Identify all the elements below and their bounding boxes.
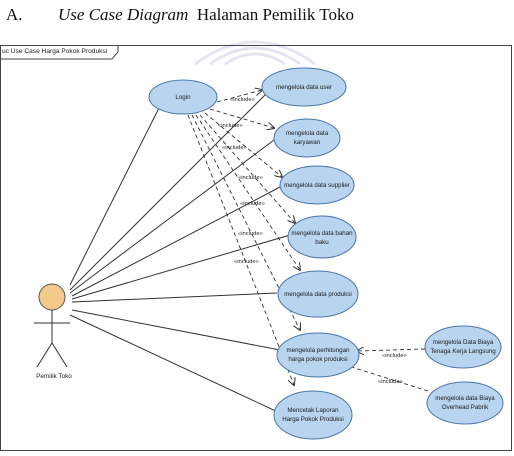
usecase-laporan-label-2: Harga Pokok Produksi [282,416,344,423]
include-dependencies [187,90,429,392]
usecase-btkl-label-2: Tenaga Kerja Langsung [430,348,496,355]
usecase-karyawan-shape [273,118,341,158]
usecase-user-shape [261,67,347,107]
usecase-produksi-label: mengelola data produksi [284,291,351,298]
include-arrow-produksi [195,114,300,270]
usecase-karyawan-label-1: mengelola data [286,130,329,137]
actor-right-leg [51,342,68,368]
usecase-login-shape [148,79,218,115]
usecase-bop: mengelola data Biaya Overhead Pabrik [426,381,504,425]
usecase-hpp-shape [276,332,360,378]
include-arrow-hpp [191,114,300,330]
actor-left-leg [36,342,53,368]
section-heading: A. Use Case Diagram Halaman Pemilik Toko [0,0,514,40]
usecase-login-label: Login [175,94,191,101]
usecase-user-label: mengelola data user [276,84,332,91]
diagram-frame: «include» «include» «include» «include» … [0,45,512,451]
include-label: «include» [238,175,263,181]
usecase-bahan-baku-label-2: baku [315,239,329,246]
actor-head [38,283,66,311]
usecase-supplier: mengelola data supplier [279,165,355,205]
use-case-diagram: «include» «include» «include» «include» … [0,45,512,451]
usecase-bop-label-1: mengelola data Biaya [435,395,495,402]
assoc-laporan [69,314,281,414]
frame-label: uc Use Case Harga Pokok Produksi [2,48,108,55]
usecase-bop-shape [426,381,504,425]
usecase-btkl: mengelola Data Biaya Tenaga Kerja Langsu… [424,325,502,369]
include-arrow-bop [342,364,429,392]
assoc-login [69,101,163,286]
include-labels: «include» «include» «include» «include» … [218,97,407,385]
assoc-bahan [71,234,291,300]
include-arrow-supplier [204,112,282,177]
usecase-hpp-label-1: mengelola perhitungan [287,347,351,354]
include-arrow-btkl [357,349,426,351]
include-label: «include» [234,259,259,265]
assoc-user [69,86,274,291]
usecase-bahan-baku: mengelola data bahan baku [287,215,357,259]
usecase-hpp: mengelola perhitungan harga pokok produk… [276,332,360,378]
usecase-bahan-baku-label-1: mengelola data bahan [291,230,353,237]
usecase-bahan-baku-shape [287,215,357,259]
section-title-rest: Halaman Pemilik Toko [196,5,354,24]
usecase-laporan-label-1: Mencetak Laporan [287,407,339,414]
usecase-karyawan: mengelola data karyawan [273,118,341,158]
include-arrow-laporan [187,114,294,385]
usecase-hpp-label-2: harga pokok produksi [288,356,347,363]
usecase-produksi: mengelola data produksi [277,270,359,318]
section-number: A. [6,5,23,24]
usecase-bop-label-2: Overhead Pabrik [442,404,489,411]
include-label: «include» [238,231,263,237]
assoc-produksi [71,292,278,303]
usecase-btkl-label-1: mengelola Data Biaya [433,339,494,346]
usecase-laporan-shape [273,390,353,440]
assoc-karyawan [69,136,279,294]
usecase-laporan: Mencetak Laporan Harga Pokok Produksi [273,390,353,440]
watermark-logo [194,40,316,66]
include-label: «include» [240,201,265,207]
actor-pemilik-toko: Pemilik Toko [34,283,72,380]
section-title-italic: Use Case Diagram [58,5,189,24]
actor-label: Pemilik Toko [36,373,72,380]
include-label: «include» [218,123,243,129]
usecase-supplier-shape [279,165,355,205]
usecase-supplier-label: mengelola data supplier [284,182,350,189]
include-label: «include» [382,353,407,359]
assoc-supplier [71,185,283,297]
include-label: «include» [378,379,403,385]
include-label: «include» [222,145,247,151]
include-label: «include» [230,97,255,103]
usecase-produksi-shape [277,270,359,318]
assoc-hpp [71,309,281,351]
associations [69,86,291,414]
usecase-karyawan-label-2: karyawan [294,139,321,146]
usecase-login: Login [148,79,218,115]
include-arrow-user [216,90,262,103]
usecase-btkl-shape [424,325,502,369]
include-arrow-bahan [199,114,295,223]
section-title: Use Case Diagram Halaman Pemilik Toko [58,5,354,25]
usecase-user: mengelola data user [261,67,347,107]
frame-tab-border [0,45,119,60]
